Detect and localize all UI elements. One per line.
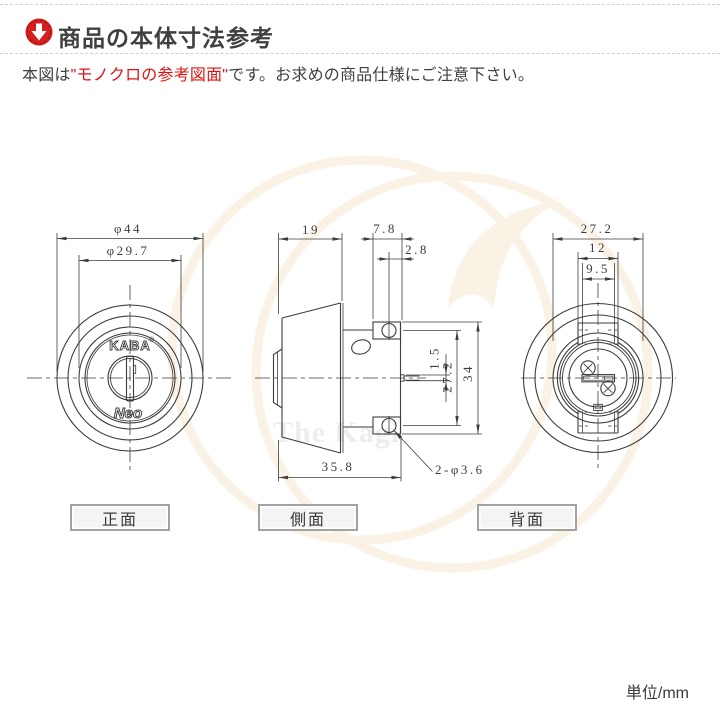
tailpiece — [400, 374, 405, 382]
front-dimension-arrows — [57, 236, 203, 263]
dim-outer-diameter: φ44 — [114, 221, 142, 236]
note-highlight: "モノクロの参考図面" — [70, 67, 229, 84]
key-slot — [125, 355, 135, 402]
caution-note: 本図は"モノクロの参考図面"です。お求めの商品仕様にご注意下さい。 — [22, 61, 534, 85]
page-title: 商品の本体寸法参考 — [58, 25, 274, 51]
back-view-label: 背面 — [477, 504, 577, 531]
back-hidden-lines — [578, 329, 618, 427]
dim-hole-pitch: 27.2 — [440, 360, 455, 393]
dim-tail-thickness: 1.5 — [427, 346, 442, 370]
bottom-notch — [593, 403, 603, 411]
back-body-outline — [522, 302, 674, 454]
kaba-logo: KABA — [109, 338, 151, 353]
watermark: The Kagi — [167, 155, 653, 573]
screw-cross-top — [583, 363, 593, 373]
front-view-label: 正面 — [70, 504, 170, 531]
dim-outer-width: 27.2 — [581, 221, 614, 236]
back-view: 27.2 12 9.5 — [522, 221, 674, 454]
note-suffix: です。お求めの商品仕様にご注意下さい。 — [228, 67, 535, 84]
dim-hole-offset: 2.8 — [405, 242, 429, 257]
dashed-divider-mid — [0, 53, 720, 54]
watermark-text: The Kagi — [273, 416, 400, 449]
mounting-tab-top — [372, 321, 402, 340]
front-dimension-lines — [56, 233, 204, 372]
side-view: 19 7.8 2.8 1.5 27.2 34 35.8 2-φ3.6 — [272, 221, 485, 482]
back-dimension-arrows — [553, 237, 643, 281]
dim-plate-height: 34 — [460, 364, 475, 382]
red-down-arrow-icon — [25, 18, 53, 46]
mounting-tab-bottom — [372, 416, 402, 435]
cam-bar — [581, 374, 616, 383]
hole-callout: 2-φ3.6 — [435, 462, 485, 477]
dim-neck-width: 9.5 — [586, 261, 610, 276]
screw-hole-oval — [351, 339, 371, 355]
side-view-label: 側面 — [258, 504, 358, 531]
unit-note: 単位/mm — [625, 685, 689, 702]
model-name: Neo — [114, 405, 142, 422]
front-body-outline — [56, 304, 204, 452]
dim-front-depth: 19 — [302, 222, 320, 237]
front-view: KABA ® Neo φ44 φ29.7 — [56, 221, 204, 452]
registered-mark: ® — [149, 336, 155, 344]
screw-cross-bottom — [603, 383, 613, 394]
dim-plate-depth: 7.8 — [373, 221, 397, 236]
dim-total-depth: 35.8 — [322, 459, 355, 474]
note-prefix: 本図は — [22, 67, 71, 84]
dim-tab-width: 12 — [589, 240, 607, 255]
dashed-divider-top — [0, 4, 720, 5]
screw-top — [580, 360, 596, 376]
side-dimension-arrows — [278, 237, 480, 480]
dim-face-diameter: φ29.7 — [107, 243, 150, 258]
